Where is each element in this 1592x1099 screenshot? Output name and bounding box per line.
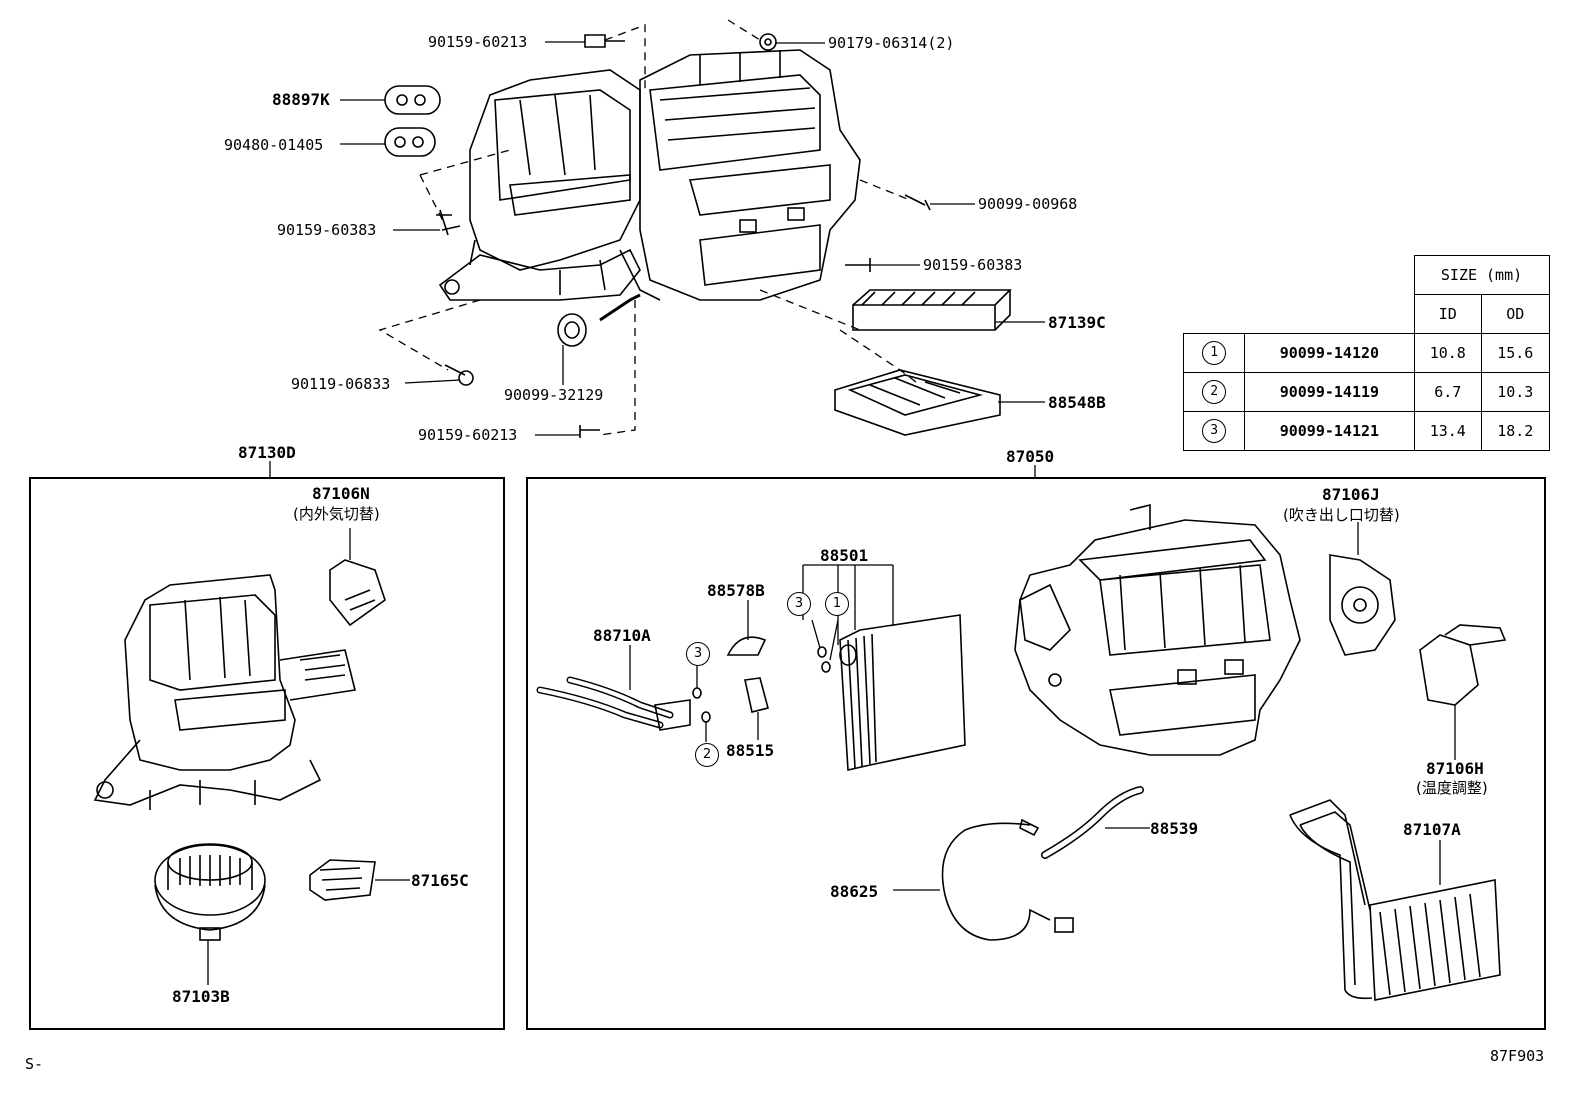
blower-unit-drawing bbox=[93, 559, 386, 941]
label-87103B: 87103B bbox=[172, 987, 230, 1006]
label-88625: 88625 bbox=[830, 882, 879, 901]
label-90159-60383-left: 90159-60383 bbox=[277, 221, 377, 239]
row-part: 90099-14119 bbox=[1244, 372, 1415, 412]
label-88710A: 88710A bbox=[593, 626, 651, 645]
row-od: 18.2 bbox=[1481, 411, 1550, 451]
row-mark: 3 bbox=[1202, 419, 1227, 443]
row-part: 90099-14121 bbox=[1244, 411, 1415, 451]
label-90159-60213-bottom: 90159-60213 bbox=[418, 426, 518, 444]
table-row: 1 90099-14120 10.8 15.6 bbox=[1182, 333, 1550, 373]
hose-size-table: SIZE (mm) ID OD 1 90099-14120 10.8 15.6 … bbox=[1182, 255, 1550, 451]
label-87106H-note: (温度調整) bbox=[1416, 779, 1488, 797]
row-id: 6.7 bbox=[1413, 372, 1482, 412]
label-87106J-note: (吹き出し口切替) bbox=[1283, 506, 1400, 524]
label-88515: 88515 bbox=[726, 741, 775, 760]
label-87139C: 87139C bbox=[1048, 313, 1106, 332]
marker-2-pipe: 2 bbox=[695, 743, 719, 767]
label-87106N: 87106N bbox=[312, 484, 370, 503]
marker-3-pipe: 3 bbox=[686, 642, 710, 666]
label-88897K: 88897K bbox=[272, 90, 330, 109]
dashed-guides bbox=[378, 19, 921, 436]
row-od: 15.6 bbox=[1481, 333, 1550, 373]
label-87106N-note: (内外気切替) bbox=[293, 505, 380, 523]
row-id: 10.8 bbox=[1413, 333, 1482, 373]
row-part: 90099-14120 bbox=[1244, 333, 1415, 373]
size-header: SIZE (mm) bbox=[1413, 255, 1550, 295]
label-87106H: 87106H bbox=[1426, 759, 1484, 778]
marker-1-evap: 1 bbox=[825, 592, 849, 616]
table-row: 3 90099-14121 13.4 18.2 bbox=[1182, 411, 1550, 451]
label-87106J: 87106J bbox=[1322, 485, 1380, 504]
air-filters bbox=[834, 289, 1012, 436]
label-87165C: 87165C bbox=[411, 871, 469, 890]
label-90480-01405: 90480-01405 bbox=[224, 136, 324, 154]
footer-diagram-code: 87F903 bbox=[1490, 1047, 1545, 1065]
table-row: 2 90099-14119 6.7 10.3 bbox=[1182, 372, 1550, 412]
col-id: ID bbox=[1413, 294, 1482, 334]
label-88578B: 88578B bbox=[707, 581, 765, 600]
top-leaders bbox=[340, 41, 1045, 436]
label-90159-60383-right: 90159-60383 bbox=[923, 256, 1023, 274]
label-90179-06314: 90179-06314(2) bbox=[828, 34, 955, 52]
label-90099-00968: 90099-00968 bbox=[978, 195, 1078, 213]
label-88548B: 88548B bbox=[1048, 393, 1106, 412]
left-leaders bbox=[207, 461, 410, 985]
group-box-87130D bbox=[29, 477, 505, 1030]
row-mark: 1 bbox=[1202, 341, 1227, 365]
label-88539: 88539 bbox=[1150, 819, 1199, 838]
label-87107A: 87107A bbox=[1403, 820, 1461, 839]
row-mark: 2 bbox=[1202, 380, 1227, 404]
col-od: OD bbox=[1481, 294, 1550, 334]
row-id: 13.4 bbox=[1413, 411, 1482, 451]
group-box-87050 bbox=[526, 477, 1546, 1030]
row-od: 10.3 bbox=[1481, 372, 1550, 412]
label-90119-06833: 90119-06833 bbox=[291, 375, 391, 393]
group-title-87050: 87050 bbox=[1006, 447, 1055, 466]
marker-3-evap: 3 bbox=[787, 592, 811, 616]
label-88501: 88501 bbox=[820, 546, 869, 565]
footer-left: S- bbox=[25, 1055, 44, 1073]
label-90159-60213-top: 90159-60213 bbox=[428, 33, 528, 51]
label-90099-32129: 90099-32129 bbox=[504, 386, 604, 404]
group-title-87130D: 87130D bbox=[238, 443, 296, 462]
top-hvac-assembly bbox=[438, 49, 861, 322]
top-fasteners bbox=[384, 33, 931, 438]
